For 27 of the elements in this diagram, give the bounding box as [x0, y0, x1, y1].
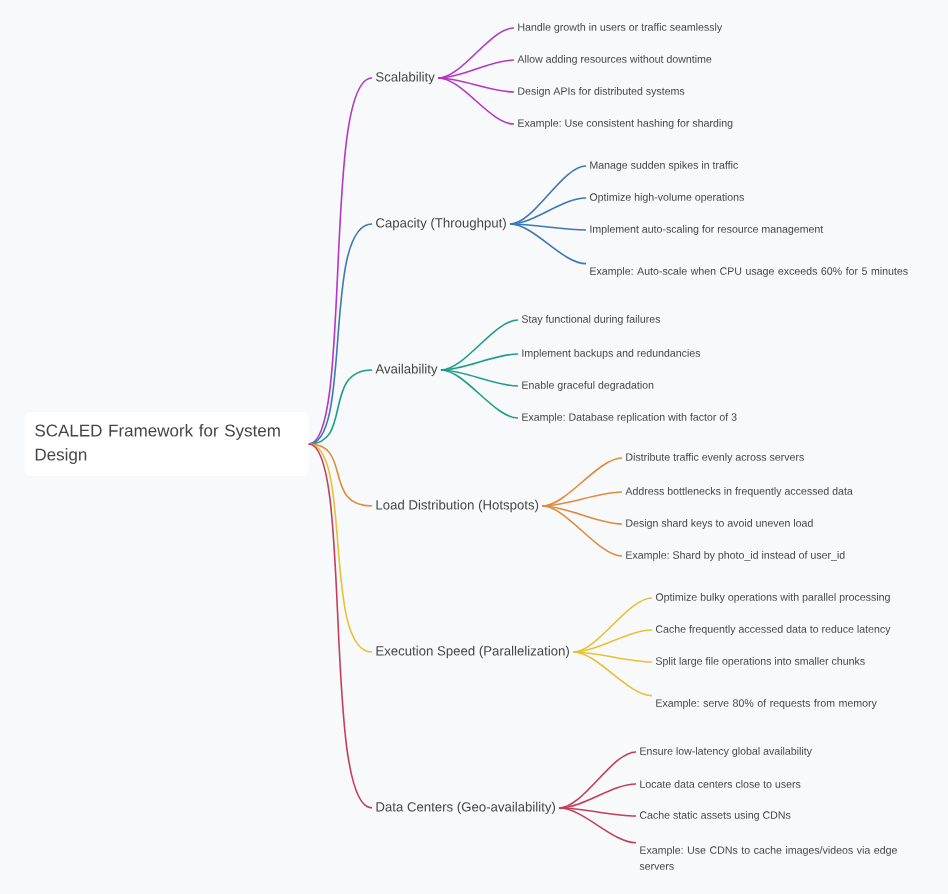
connector	[437, 77, 515, 125]
connector	[308, 369, 373, 445]
connector	[541, 505, 623, 557]
connector	[541, 457, 623, 507]
connector	[572, 597, 653, 653]
connector	[558, 807, 637, 844]
connector	[440, 369, 519, 419]
connector	[558, 807, 637, 817]
connector	[437, 27, 515, 79]
connector	[558, 751, 637, 809]
connector	[440, 353, 519, 371]
connector	[308, 223, 373, 445]
connector	[572, 651, 653, 697]
connector	[541, 505, 623, 525]
connector	[308, 77, 373, 445]
root-box: SCALED Framework for System Design	[24, 412, 309, 476]
connector	[541, 491, 623, 507]
connector	[440, 319, 519, 371]
connector	[572, 651, 653, 663]
connector	[437, 77, 515, 93]
connector	[509, 223, 587, 265]
connector	[308, 443, 373, 809]
connector	[440, 369, 519, 387]
connector	[509, 165, 587, 225]
connector	[308, 443, 373, 653]
connector	[509, 223, 587, 231]
connector	[308, 443, 373, 507]
